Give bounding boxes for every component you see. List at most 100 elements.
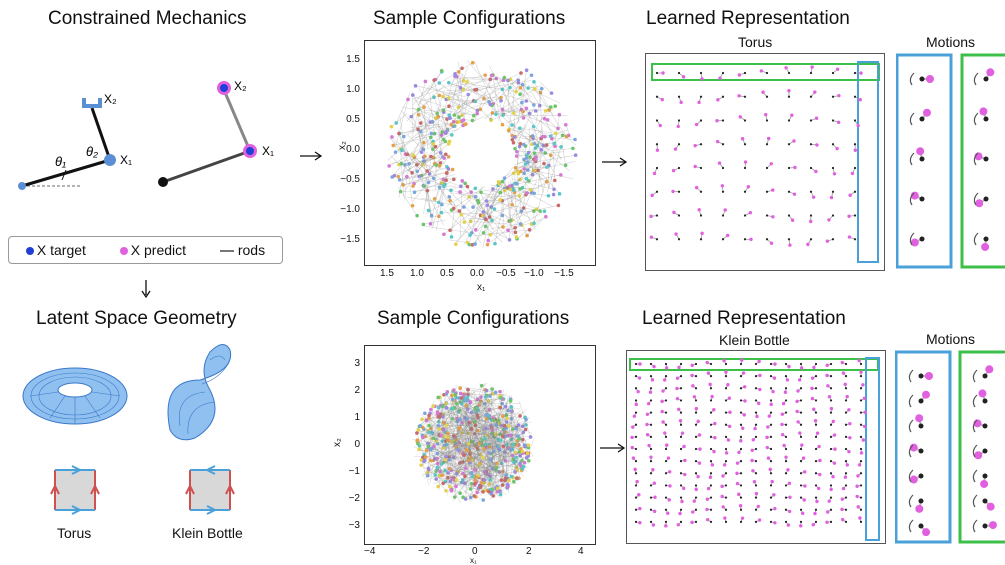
sample-top-title: Sample Configurations [373,8,566,29]
down-arrow-icon [141,280,151,299]
scatter-point [448,479,453,484]
grid-point [749,237,753,242]
scatter-point [502,423,507,428]
scatter-point [465,80,469,84]
scatter-point [444,423,449,428]
scatter-point [447,484,452,489]
scatter-point [441,420,446,425]
learned-bottom-subtitle: Klein Bottle [719,332,790,348]
scatter-point [446,475,450,480]
grid-point [796,420,800,424]
scatter-point [460,179,465,183]
grid-point [799,366,804,370]
grid-point [660,409,664,414]
grid-point [724,451,729,455]
grid-point [771,188,775,192]
scatter-point [422,184,427,189]
motion-point [978,389,987,398]
scatter-point [446,438,451,443]
grid-point [693,164,697,169]
grid-point [803,470,807,474]
scatter-point [481,230,486,235]
scatter-point [511,442,515,447]
scatter-point [518,186,522,191]
scatter-point [417,174,421,179]
grid-point [825,520,829,524]
scatter-point [553,144,557,149]
scatter-point [473,481,477,486]
grid-point [750,448,754,452]
scatter-point [509,437,514,442]
grid-point [728,410,732,414]
scatter-point [431,142,436,146]
scatter-point [508,447,513,452]
scatter-point [457,449,461,453]
scatter-point [465,184,470,189]
motion-point [922,528,931,537]
scatter-point [573,137,577,142]
grid-point [671,189,675,194]
scatter-point [439,462,444,466]
x1-label: X₁ [120,153,132,167]
grid-point [700,231,704,236]
grid-point [773,362,777,366]
grid-point [633,467,637,472]
scatter-point [512,135,517,139]
scatter-point [412,190,417,195]
scatter-point [482,480,487,485]
grid-point [645,433,650,437]
grid-point [720,184,725,188]
scatter-point [468,455,473,460]
grid-point [857,463,862,467]
grid-point [668,484,672,488]
grid-point [649,235,654,239]
grid-point [831,475,835,479]
scatter-point [547,108,551,112]
scatter-point [434,439,439,443]
grid-point [817,444,821,449]
grid-point [648,390,653,394]
scatter-point [528,435,533,439]
scatter-point [457,115,461,120]
scatter-point [504,413,509,417]
scatter-point [459,402,464,406]
scatter-point [502,450,507,454]
scatter-point [483,395,488,399]
scatter-point [420,162,425,167]
scatter-point [473,99,478,104]
grid-point [674,232,678,236]
scatter-point [532,168,536,173]
scatter-point [464,403,468,408]
ytick: 1.0 [346,84,360,95]
grid-point [712,408,716,412]
scatter-point [450,440,454,444]
scatter-point [522,460,527,465]
grid-point [696,419,700,424]
motions-top-label: Motions [926,34,976,50]
scatter-point [531,124,536,129]
grid-point [739,439,743,443]
scatter-point [520,437,525,442]
scatter-point [479,480,484,485]
scatter-point [548,105,553,109]
scatter-point [463,474,467,479]
grid-point [818,472,822,477]
scatter-point [477,441,481,446]
scatter-point [520,82,525,87]
scatter-point [493,390,498,395]
grid-point [697,208,701,212]
grid-point [649,455,653,459]
scatter-point [452,406,457,410]
scatter-point [525,233,529,238]
scatter-point [415,438,420,443]
ytick: −2 [348,493,360,504]
grid-point [723,208,727,212]
grid-point [664,524,668,528]
grid-point [786,523,791,527]
scatter-point [490,218,494,223]
scatter-point [484,416,489,421]
scatter-point [458,461,462,465]
scatter-point [532,209,536,213]
grid-point [712,449,716,454]
ytick: 1 [354,412,360,423]
